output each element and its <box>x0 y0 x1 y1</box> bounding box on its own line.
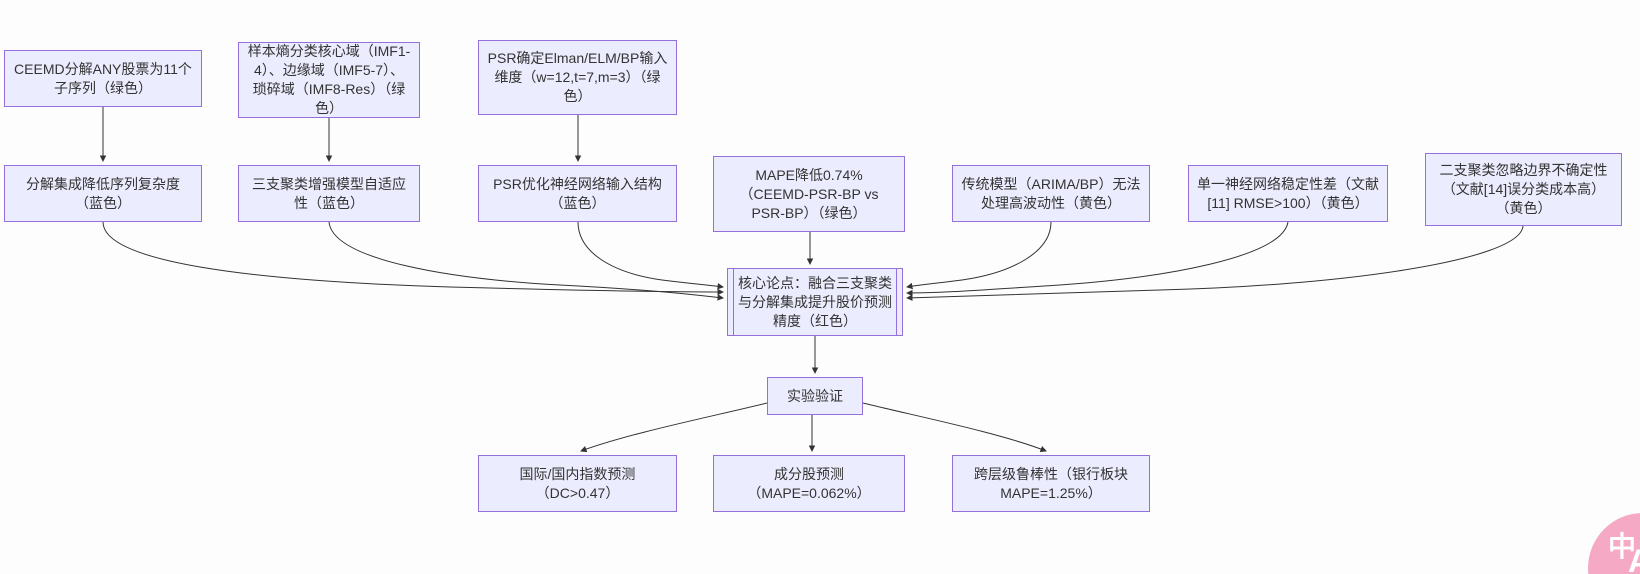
edge-decomposition-core <box>102 221 724 296</box>
node-mape-reduction: MAPE降低0.74%（CEEMD-PSR-BP vs PSR-BP）（绿色） <box>713 156 905 232</box>
node-label: 分解集成降低序列复杂度（蓝色） <box>26 175 180 211</box>
edge-psr-optimize-core <box>577 221 724 290</box>
node-label: 样本熵分类核心域（IMF1-4）、边缘域（IMF5-7）、琐碎域（IMF8-Re… <box>247 43 411 116</box>
node-label: 国际/国内指数预测（DC>0.47） <box>519 465 636 501</box>
edge-two-way-core <box>906 225 1524 302</box>
edge-experiment-index-pred <box>580 402 768 453</box>
node-label: 单一神经网络稳定性差（文献[11] RMSE>100）（黄色） <box>1197 175 1379 211</box>
node-label: 传统模型（ARIMA/BP）无法处理高波动性（黄色） <box>961 175 1141 211</box>
edge-experiment-robustness <box>862 402 1047 453</box>
node-experiment-validation: 实验验证 <box>767 377 863 415</box>
node-traditional-model: 传统模型（ARIMA/BP）无法处理高波动性（黄色） <box>952 165 1150 222</box>
node-psr-optimize: PSR优化神经网络输入结构（蓝色） <box>478 165 677 222</box>
node-two-way-clustering: 二支聚类忽略边界不确定性（文献[14]误分类成本高）（黄色） <box>1425 153 1622 226</box>
node-single-nn: 单一神经网络稳定性差（文献[11] RMSE>100）（黄色） <box>1188 165 1388 222</box>
node-label: 成分股预测（MAPE=0.062%） <box>747 465 871 501</box>
node-label: 二支聚类忽略边界不确定性（文献[14]误分类成本高）（黄色） <box>1439 162 1608 216</box>
node-core-thesis: 核心论点：融合三支聚类与分解集成提升股价预测精度（红色） <box>727 268 903 336</box>
node-psr-input-dimension: PSR确定Elman/ELM/BP输入维度（w=12,t=7,m=3）（绿色） <box>478 40 677 115</box>
node-label: CEEMD分解ANY股票为11个子序列（绿色） <box>14 60 192 96</box>
edge-traditional-core <box>906 221 1052 290</box>
node-label: PSR优化神经网络输入结构（蓝色） <box>493 175 662 211</box>
node-sample-entropy: 样本熵分类核心域（IMF1-4）、边缘域（IMF5-7）、琐碎域（IMF8-Re… <box>238 42 420 118</box>
node-label: PSR确定Elman/ELM/BP输入维度（w=12,t=7,m=3）（绿色） <box>487 50 668 104</box>
node-label: 核心论点：融合三支聚类与分解集成提升股价预测精度（红色） <box>738 274 892 329</box>
node-index-prediction: 国际/国内指数预测（DC>0.47） <box>478 455 677 512</box>
node-component-stock-prediction: 成分股预测（MAPE=0.062%） <box>713 455 905 512</box>
node-label: 三支聚类增强模型自适应性（蓝色） <box>252 175 406 211</box>
node-label: 跨层级鲁棒性（银行板块MAPE=1.25%） <box>974 465 1128 501</box>
translate-button[interactable]: 中 A <box>1588 513 1640 574</box>
edge-three-way-core <box>328 221 724 301</box>
node-three-way-clustering: 三支聚类增强模型自适应性（蓝色） <box>238 165 420 222</box>
node-cross-level-robustness: 跨层级鲁棒性（银行板块MAPE=1.25%） <box>952 455 1150 512</box>
node-ceemd-decompose: CEEMD分解ANY股票为11个子序列（绿色） <box>4 50 202 107</box>
edge-single-nn-core <box>906 221 1289 297</box>
node-decomposition-ensemble: 分解集成降低序列复杂度（蓝色） <box>4 165 202 222</box>
translate-en-glyph: A <box>1628 543 1640 574</box>
node-label: MAPE降低0.74%（CEEMD-PSR-BP vs PSR-BP）（绿色） <box>739 166 879 221</box>
node-label: 实验验证 <box>787 387 843 404</box>
translate-cn-glyph: 中 <box>1608 531 1637 562</box>
